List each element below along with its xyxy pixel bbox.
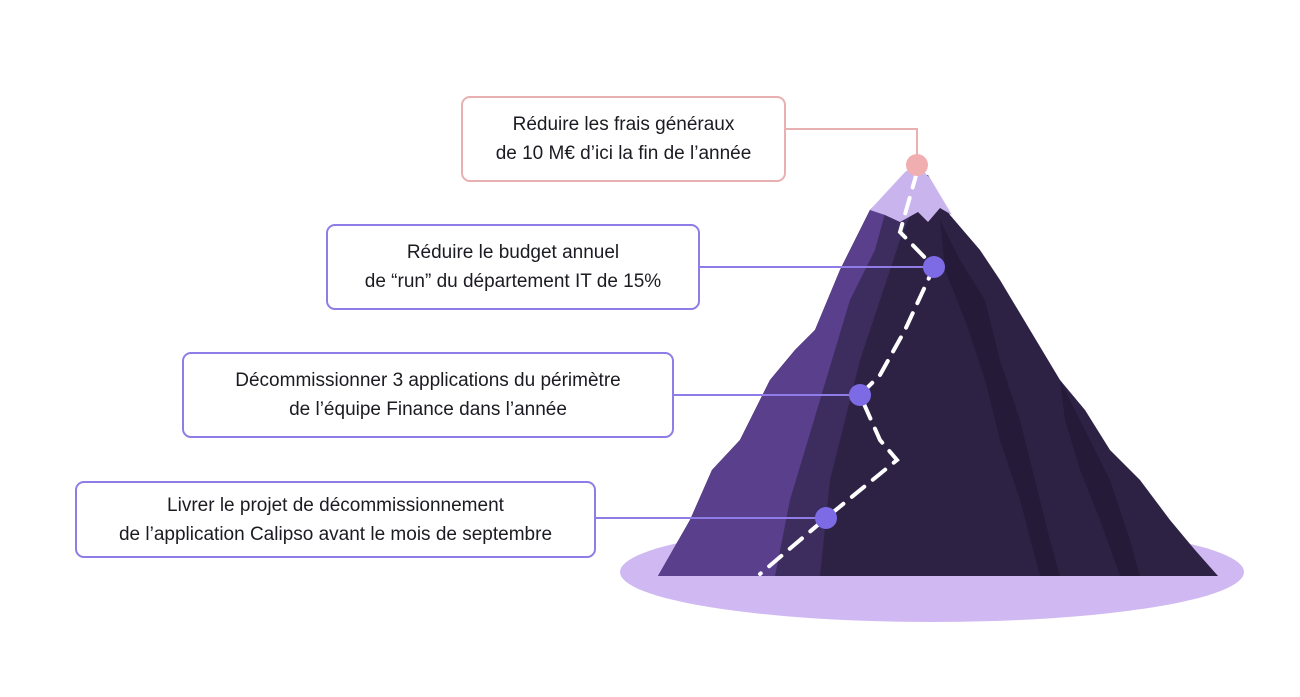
goal-marker bbox=[849, 384, 871, 406]
goal-box-calipso-project: Livrer le projet de décommissionnement d… bbox=[75, 481, 596, 558]
mountain-ridge bbox=[940, 220, 1060, 576]
goal-marker bbox=[923, 256, 945, 278]
goal-marker-summit bbox=[906, 154, 928, 176]
goal-box-decommission-apps: Décommissionner 3 applications du périmè… bbox=[182, 352, 674, 438]
goal-text-line: de l’application Calipso avant le mois d… bbox=[118, 523, 553, 545]
mountain-facet-light bbox=[658, 195, 890, 576]
goal-text-line: de l’équipe Finance dans l’année bbox=[289, 399, 567, 420]
goal-box-summit: Réduire les frais généraux de 10 M€ d’ic… bbox=[461, 96, 786, 182]
goal-text-line: Livrer le projet de décommissionnement bbox=[167, 494, 504, 516]
goal-box-it-budget: Réduire le budget annuel de “run” du dép… bbox=[326, 224, 700, 310]
mountain-ridge bbox=[1060, 380, 1140, 576]
mountain-snow-cap bbox=[870, 165, 952, 222]
goal-marker bbox=[815, 507, 837, 529]
connector-line bbox=[784, 128, 918, 165]
goal-text-line: de “run” du département IT de 15% bbox=[364, 271, 662, 292]
trail-path bbox=[758, 170, 937, 576]
goal-text-line: Décommissionner 3 applications du périmè… bbox=[235, 370, 621, 391]
goal-text-line: Réduire le budget annuel bbox=[406, 242, 620, 263]
goal-text-line: de 10 M€ d’ici la fin de l’année bbox=[495, 143, 752, 164]
goal-text-line: Réduire les frais généraux bbox=[512, 114, 735, 135]
